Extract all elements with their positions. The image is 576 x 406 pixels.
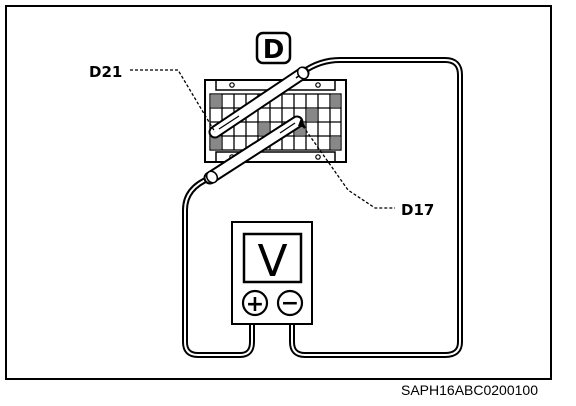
- voltmeter: V + −: [231, 221, 313, 325]
- connector-bottom-tab: [215, 151, 336, 163]
- connector-label: D: [263, 35, 285, 65]
- negative-wire-inner: [184, 177, 253, 356]
- negative-symbol: −: [281, 291, 299, 316]
- figure-code: SAPH16ABC0200100: [401, 382, 538, 398]
- negative-terminal: [276, 289, 304, 317]
- voltmeter-display-symbol: V: [257, 236, 287, 287]
- probe-lower: [203, 115, 304, 185]
- positive-wire-inner: [291, 59, 461, 356]
- pin-label-upper: D21: [89, 63, 122, 81]
- connector-lug: [315, 154, 321, 160]
- figure-frame: [5, 5, 552, 380]
- probe-upper: [208, 66, 310, 139]
- connector-lug: [229, 82, 235, 88]
- voltmeter-display: [242, 232, 303, 284]
- leader-arrow: [298, 118, 306, 128]
- pin-label-lower: D17: [401, 201, 434, 219]
- leader-lower-pin: [299, 121, 395, 209]
- positive-symbol: +: [246, 292, 264, 317]
- connector-label-box: [255, 31, 292, 65]
- connector-lug: [315, 82, 321, 88]
- pin-shading: [211, 95, 340, 149]
- positive-terminal: [241, 289, 269, 317]
- leader-upper-pin: [130, 69, 216, 133]
